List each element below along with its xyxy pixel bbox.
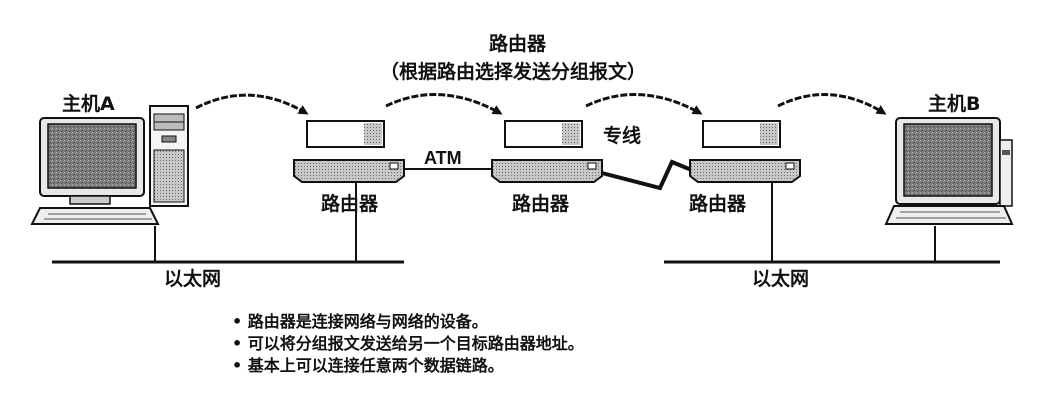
diagram-title: 路由器 <box>489 33 547 55</box>
host-b-label: 主机B <box>928 93 981 115</box>
note-item: 可以将分组报文发送给另一个目标路由器地址。 <box>232 333 584 355</box>
router-3-device <box>689 120 801 183</box>
ethernet-left-label: 以太网 <box>164 268 222 290</box>
atm-link-label: ATM <box>424 148 462 168</box>
flow-arrow-3 <box>585 93 703 115</box>
note-item: 路由器是连接网络与网络的设备。 <box>232 311 584 333</box>
router-2-device <box>491 120 603 183</box>
leased-line-label: 专线 <box>603 125 642 147</box>
router-2-label: 路由器 <box>512 193 570 215</box>
host-a-label: 主机A <box>62 93 115 115</box>
router-1-device <box>293 120 405 183</box>
host-a-computer <box>30 105 189 225</box>
router-1-label: 路由器 <box>321 193 379 215</box>
ethernet-right-label: 以太网 <box>752 268 810 290</box>
leased-line-link <box>597 159 695 191</box>
router-3-label: 路由器 <box>689 193 747 215</box>
flow-arrow-4 <box>777 93 887 115</box>
note-item: 基本上可以连接任意两个数据链路。 <box>232 355 584 377</box>
flow-arrow-1 <box>195 93 309 115</box>
notes-list: 路由器是连接网络与网络的设备。 可以将分组报文发送给另一个目标路由器地址。 基本… <box>232 311 584 377</box>
flow-arrow-2 <box>385 93 503 115</box>
host-b-computer <box>884 117 1014 225</box>
diagram-subtitle: （根据路由选择发送分组报文） <box>380 61 647 83</box>
